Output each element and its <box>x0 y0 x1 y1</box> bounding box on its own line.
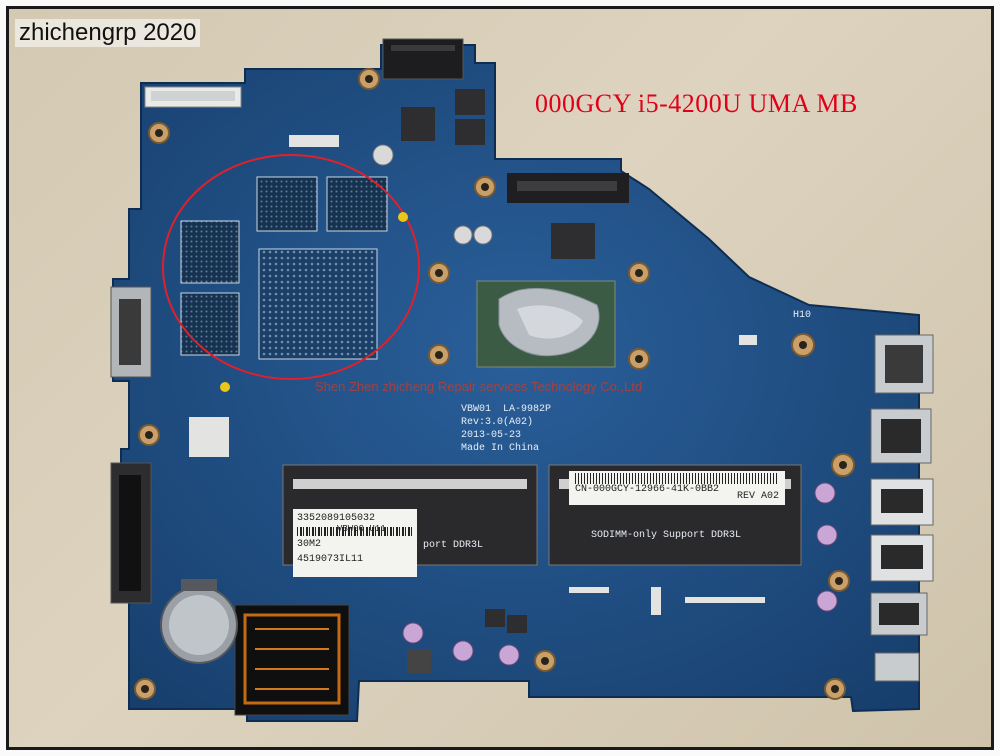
sticker-line-2: VBW00 U11 <box>337 524 386 534</box>
silk-dimm-left: port DDR3L <box>423 540 484 551</box>
silk-h10: H10 <box>793 310 812 321</box>
silk-rev: Rev:3.0(A02) <box>461 417 534 428</box>
serial-text: CN-000GCY-12966-41K-0BB2 <box>575 484 720 495</box>
barcode <box>297 527 413 536</box>
sticker-line-3: 30M2 <box>297 539 322 550</box>
watermark: zhichengrp 2020 <box>15 19 201 47</box>
part-sticker: 3352089105032 30M2 4519073IL11 <box>293 509 417 577</box>
model-label: 000GCY i5-4200U UMA MB <box>535 89 858 118</box>
silk-made-in: Made In China <box>461 443 540 454</box>
photo-frame: VBW01 LA-9982P Rev:3.0(A02) 2013-05-23 M… <box>6 6 994 750</box>
silk-dimm-right: SODIMM-only Support DDR3L <box>591 530 742 541</box>
serial-rev: REV A02 <box>736 491 779 502</box>
sticker-line-1: 3352089105032 <box>297 513 376 524</box>
silk-board-id: VBW01 LA-9982P <box>461 404 552 415</box>
serial-barcode <box>575 473 779 484</box>
serial-sticker: CN-000GCY-12966-41K-0BB2 REV A02 <box>569 471 785 505</box>
silk-date: 2013-05-23 <box>461 430 522 441</box>
shop-watermark: Shen Zhen zhicheng Repair services Techn… <box>315 379 643 394</box>
sticker-line-4: 4519073IL11 <box>297 554 364 565</box>
